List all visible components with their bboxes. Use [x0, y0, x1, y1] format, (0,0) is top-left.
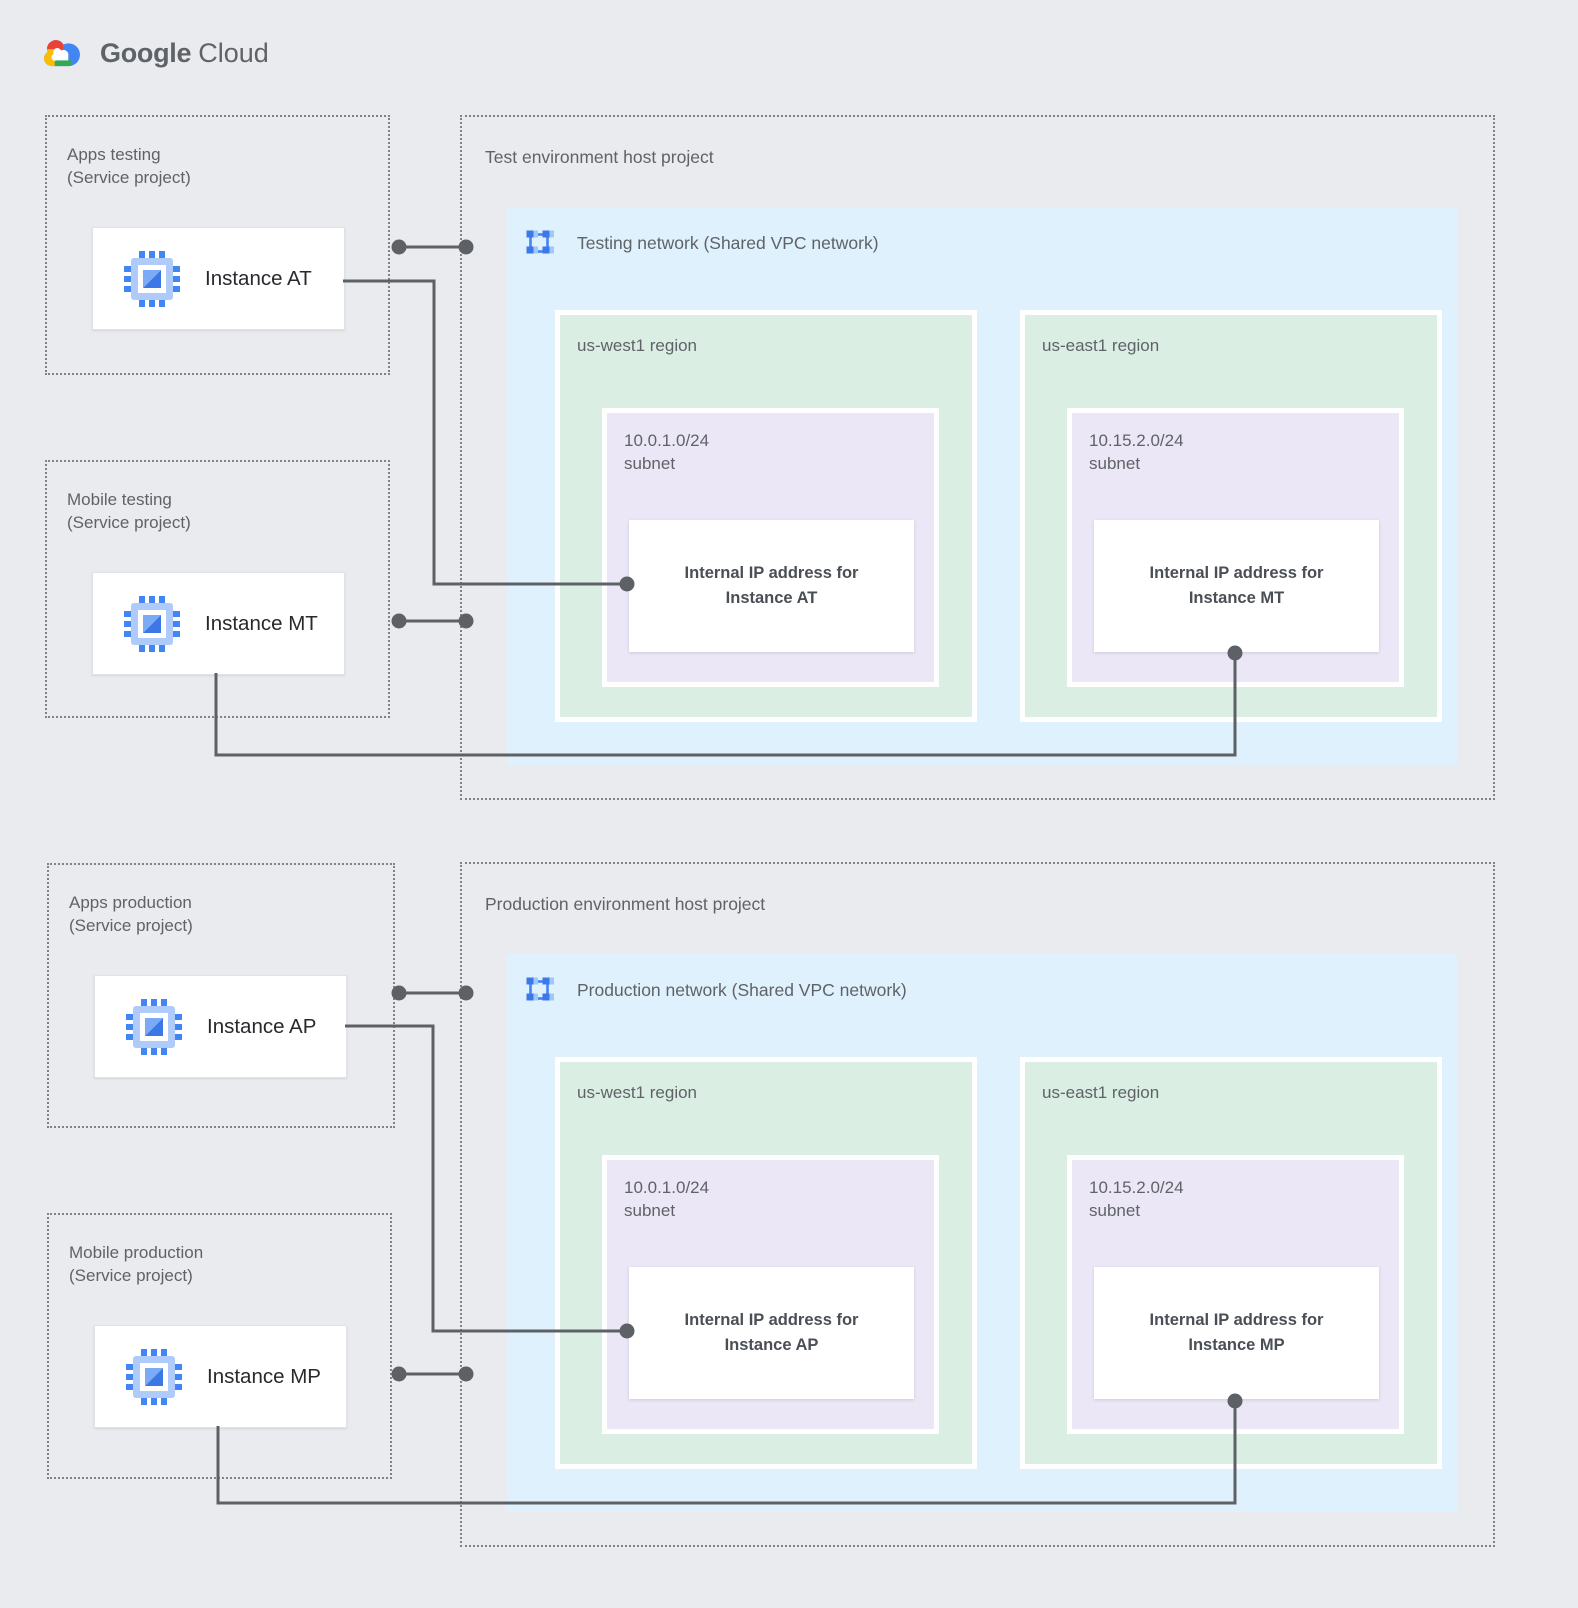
vpc-network-icon: [526, 977, 554, 1001]
internal-ip-line1: Internal IP address for: [684, 1311, 859, 1330]
logo-brand-text: Google: [100, 37, 192, 68]
test-host-project-box: Test environment host project Testing ne…: [460, 115, 1495, 800]
logo-product-text: Cloud: [198, 37, 269, 68]
instance-mt-card: Instance MT: [92, 572, 345, 675]
prod-us-east1-subnet-label: 10.15.2.0/24 subnet: [1089, 1177, 1184, 1223]
internal-ip-line1: Internal IP address for: [684, 564, 859, 583]
mobile-production-label-line1: Mobile production: [69, 1243, 204, 1262]
prod-us-west1-region-box: us-west1 region 10.0.1.0/24 subnet Inter…: [555, 1057, 977, 1469]
test-us-west1-subnet-box: 10.0.1.0/24 subnet Internal IP address f…: [602, 408, 939, 687]
apps-production-project-label: Apps production (Service project): [69, 892, 193, 938]
compute-engine-chip-icon: [126, 1348, 182, 1405]
test-us-east1-region-label: us-east1 region: [1042, 336, 1160, 355]
mobile-testing-project-label: Mobile testing (Service project): [67, 489, 191, 535]
mobile-testing-label-line1: Mobile testing: [67, 490, 172, 509]
prod-us-east1-subnet-box: 10.15.2.0/24 subnet Internal IP address …: [1067, 1155, 1404, 1434]
prod-us-west1-subnet-label: 10.0.1.0/24 subnet: [624, 1177, 709, 1223]
internal-ip-line2: Instance AP: [724, 1336, 819, 1354]
mobile-testing-project-box: Mobile testing (Service project) Instanc…: [45, 460, 390, 718]
test-us-west1-region-label: us-west1 region: [577, 336, 698, 355]
apps-production-label-line1: Apps production: [69, 893, 192, 912]
production-network-box: Production network (Shared VPC network) …: [507, 954, 1457, 1512]
connector-endpoint-dot: [391, 239, 407, 255]
production-host-project-label: Production environment host project: [485, 894, 766, 914]
subnet-cidr: 10.0.1.0/24: [624, 431, 710, 450]
test-us-east1-subnet-box: 10.15.2.0/24 subnet Internal IP address …: [1067, 408, 1404, 687]
test-us-west1-subnet-label: 10.0.1.0/24 subnet: [624, 430, 709, 476]
instance-ap-label: Instance AP: [207, 1014, 317, 1038]
test-us-west1-region-box: us-west1 region 10.0.1.0/24 subnet Inter…: [555, 310, 977, 722]
internal-ip-instance-ap-box: Internal IP address for Instance AP: [629, 1267, 914, 1399]
subnet-cidr: 10.15.2.0/24: [1089, 1178, 1184, 1197]
subnet-cidr: 10.0.1.0/24: [624, 1178, 710, 1197]
internal-ip-line1: Internal IP address for: [1149, 564, 1324, 583]
instance-mp-label: Instance MP: [207, 1364, 321, 1388]
internal-ip-line1: Internal IP address for: [1149, 1311, 1324, 1330]
apps-production-project-box: Apps production (Service project) Instan…: [47, 863, 395, 1128]
mobile-production-project-label: Mobile production (Service project): [69, 1242, 203, 1288]
prod-us-east1-region-label: us-east1 region: [1042, 1083, 1160, 1102]
subnet-word: subnet: [1089, 453, 1141, 473]
apps-testing-project-label: Apps testing (Service project): [67, 144, 191, 190]
testing-network-header: Testing network (Shared VPC network): [524, 228, 879, 258]
subnet-cidr: 10.15.2.0/24: [1089, 431, 1184, 450]
apps-production-label-line2: (Service project): [69, 915, 193, 935]
connector-endpoint-dot: [391, 1366, 407, 1382]
test-host-project-label: Test environment host project: [485, 147, 714, 167]
internal-ip-instance-mp-box: Internal IP address for Instance MP: [1094, 1267, 1379, 1399]
vpc-network-icon: [526, 230, 554, 254]
internal-ip-instance-at-box: Internal IP address for Instance AT: [629, 520, 914, 652]
subnet-word: subnet: [624, 1200, 676, 1220]
google-cloud-cloud-icon: [44, 40, 80, 67]
production-network-label: Production network (Shared VPC network): [577, 979, 907, 1000]
apps-testing-label-line1: Apps testing: [67, 145, 161, 164]
prod-us-west1-subnet-box: 10.0.1.0/24 subnet Internal IP address f…: [602, 1155, 939, 1434]
apps-testing-label-line2: (Service project): [67, 167, 191, 187]
instance-at-card: Instance AT: [92, 227, 345, 330]
mobile-production-label-line2: (Service project): [69, 1265, 193, 1285]
compute-engine-chip-icon: [124, 595, 180, 652]
subnet-word: subnet: [624, 453, 676, 473]
instance-mp-card: Instance MP: [94, 1325, 347, 1428]
internal-ip-line2: Instance MT: [1188, 589, 1285, 607]
compute-engine-chip-icon: [124, 250, 180, 307]
internal-ip-line2: Instance MP: [1188, 1336, 1285, 1354]
prod-us-west1-region-label: us-west1 region: [577, 1083, 698, 1102]
testing-network-label: Testing network (Shared VPC network): [577, 232, 879, 253]
subnet-word: subnet: [1089, 1200, 1141, 1220]
apps-testing-project-box: Apps testing (Service project) Instance …: [45, 115, 390, 375]
internal-ip-line2: Instance AT: [725, 589, 818, 607]
test-us-east1-region-box: us-east1 region 10.15.2.0/24 subnet Inte…: [1020, 310, 1442, 722]
compute-engine-chip-icon: [126, 998, 182, 1055]
mobile-production-project-box: Mobile production (Service project) Inst…: [47, 1213, 392, 1479]
prod-us-east1-region-box: us-east1 region 10.15.2.0/24 subnet Inte…: [1020, 1057, 1442, 1469]
test-us-east1-subnet-label: 10.15.2.0/24 subnet: [1089, 430, 1184, 476]
instance-ap-card: Instance AP: [94, 975, 347, 1078]
internal-ip-instance-mt-box: Internal IP address for Instance MT: [1094, 520, 1379, 652]
google-cloud-logo: Google Cloud: [40, 34, 269, 72]
connector-endpoint-dot: [391, 613, 407, 629]
testing-network-box: Testing network (Shared VPC network) us-…: [507, 207, 1457, 765]
production-network-header: Production network (Shared VPC network): [524, 975, 907, 1005]
mobile-testing-label-line2: (Service project): [67, 512, 191, 532]
production-host-project-box: Production environment host project Prod…: [460, 862, 1495, 1547]
instance-at-label: Instance AT: [205, 266, 312, 290]
instance-mt-label: Instance MT: [205, 611, 318, 635]
